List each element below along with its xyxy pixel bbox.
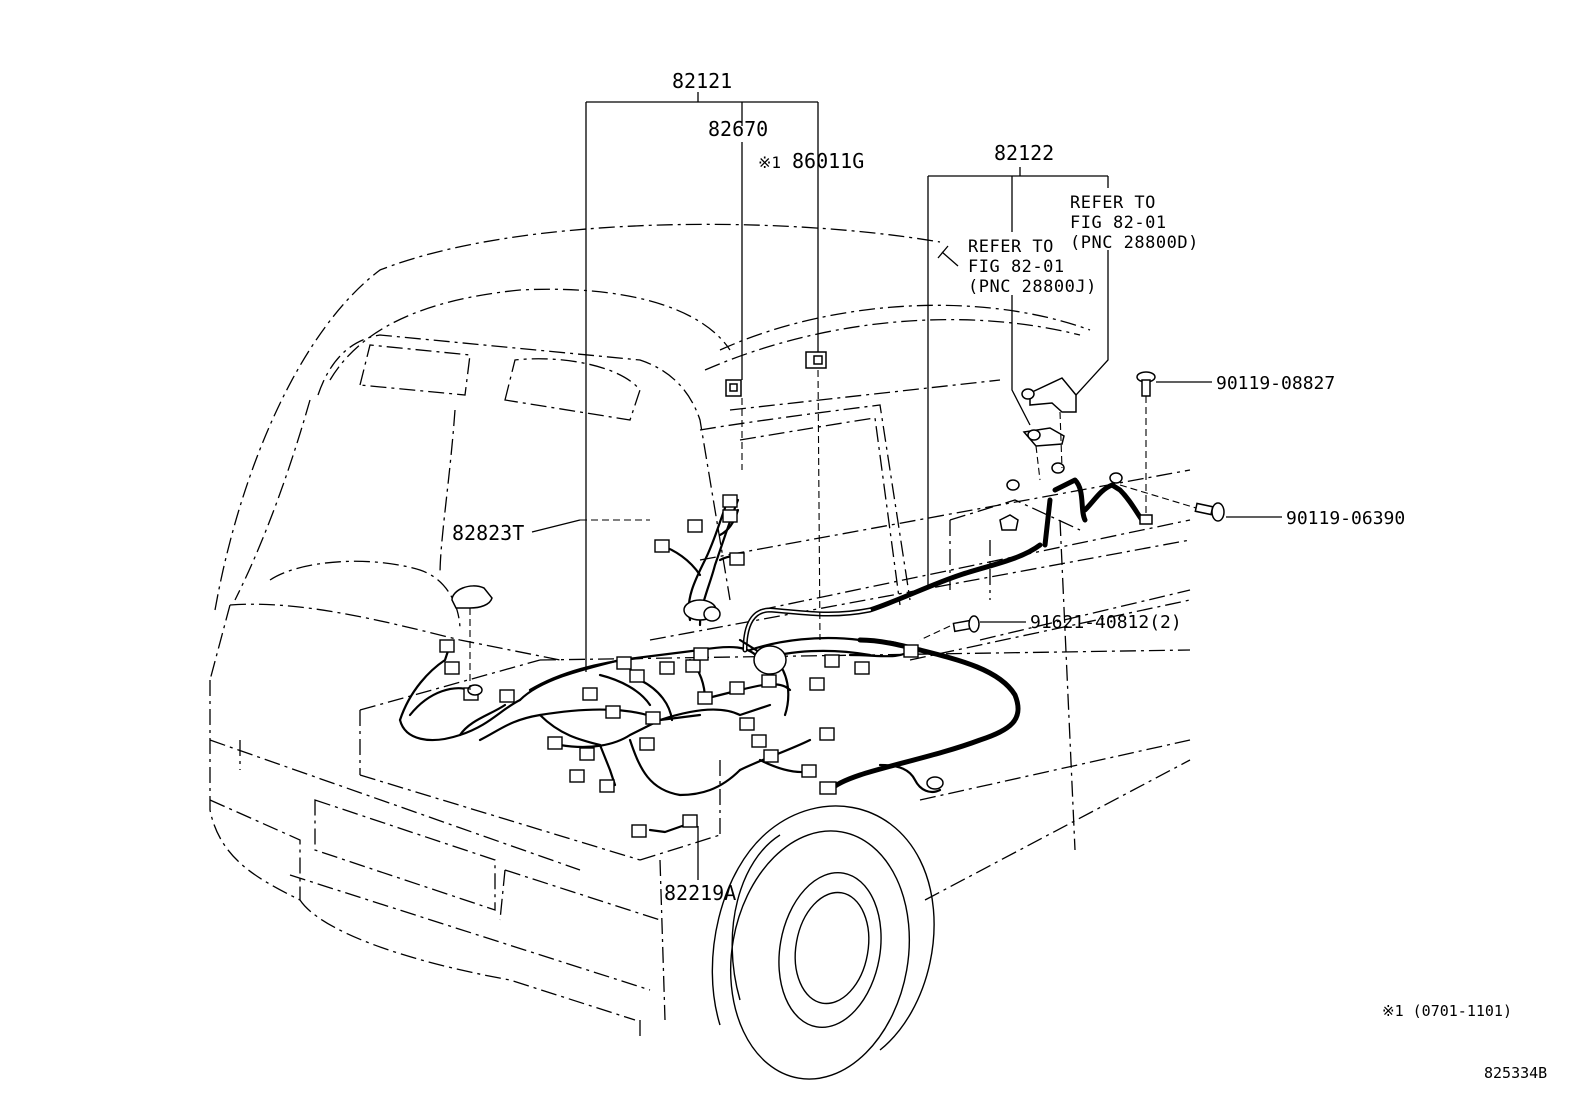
part-labels: 82121 82670 ※1 86011G 82122 REFER TO FIG… [452,69,1547,1082]
label-90119-06390: 90119-06390 [1286,508,1405,529]
connector [659,661,675,675]
connector [645,711,661,725]
refer-b-line2: FIG 82-01 [1070,213,1167,233]
refer-a-line3: (PNC 28800J) [968,277,1097,297]
label-82823t: 82823T [452,521,524,545]
clamp [467,684,483,696]
label-82122: 82122 [994,141,1054,165]
connector [582,687,598,701]
connector [569,769,585,783]
connector [639,737,655,751]
front-wheel [711,805,935,1080]
label-90119-08827: 90119-08827 [1216,373,1335,394]
connector [654,539,670,553]
label-86011g-mark: ※1 [758,153,781,172]
main-harness-thick [738,477,1145,794]
refer-a-line2: FIG 82-01 [968,257,1065,277]
connector [697,691,713,705]
connector [751,734,767,748]
connector [439,639,455,653]
bolt-90119-06390 [1194,502,1225,522]
connector [616,656,632,670]
footnote: ※1 (0701-1101) [1382,1002,1512,1020]
connector [685,659,701,673]
connector [682,814,698,828]
harness-connectors [439,494,944,838]
connector [693,647,709,661]
connector [631,824,647,838]
ground-terminal [926,776,944,790]
connector [729,681,745,695]
connector [729,552,745,566]
connector [739,717,755,731]
parts [451,351,1225,633]
refer-b-line3: (PNC 28800D) [1070,233,1199,253]
connector [854,661,870,675]
figure-id: 825334B [1484,1064,1547,1082]
connector [819,727,835,741]
connector [722,509,738,523]
connector [809,677,825,691]
label-82219a: 82219A [664,881,736,905]
connector [903,644,919,658]
connector [761,674,777,688]
connector [599,779,615,793]
connector [499,689,515,703]
connector [819,781,837,795]
connector [547,736,563,750]
bolt-90119-08827 [1136,371,1156,397]
label-82670: 82670 [708,117,768,141]
connector [722,494,738,508]
connector [824,654,840,668]
battery-clamp [1029,377,1077,413]
connector [629,669,645,683]
junction-82823t [451,585,493,609]
connector [444,661,460,675]
connector [605,705,621,719]
callout-leaders [469,92,1282,880]
refer-b-line1: REFER TO [1070,193,1156,213]
bolt-91621-40812 [952,615,980,633]
connector [687,519,703,533]
label-86011g: 86011G [792,149,864,173]
label-91621-40812: 91621-40812(2) [1030,612,1182,633]
connector [763,749,779,763]
refer-a-line1: REFER TO [968,237,1054,257]
harness-grommet [753,645,787,675]
connector [801,764,817,778]
label-82121: 82121 [672,69,732,93]
connector [579,747,595,761]
